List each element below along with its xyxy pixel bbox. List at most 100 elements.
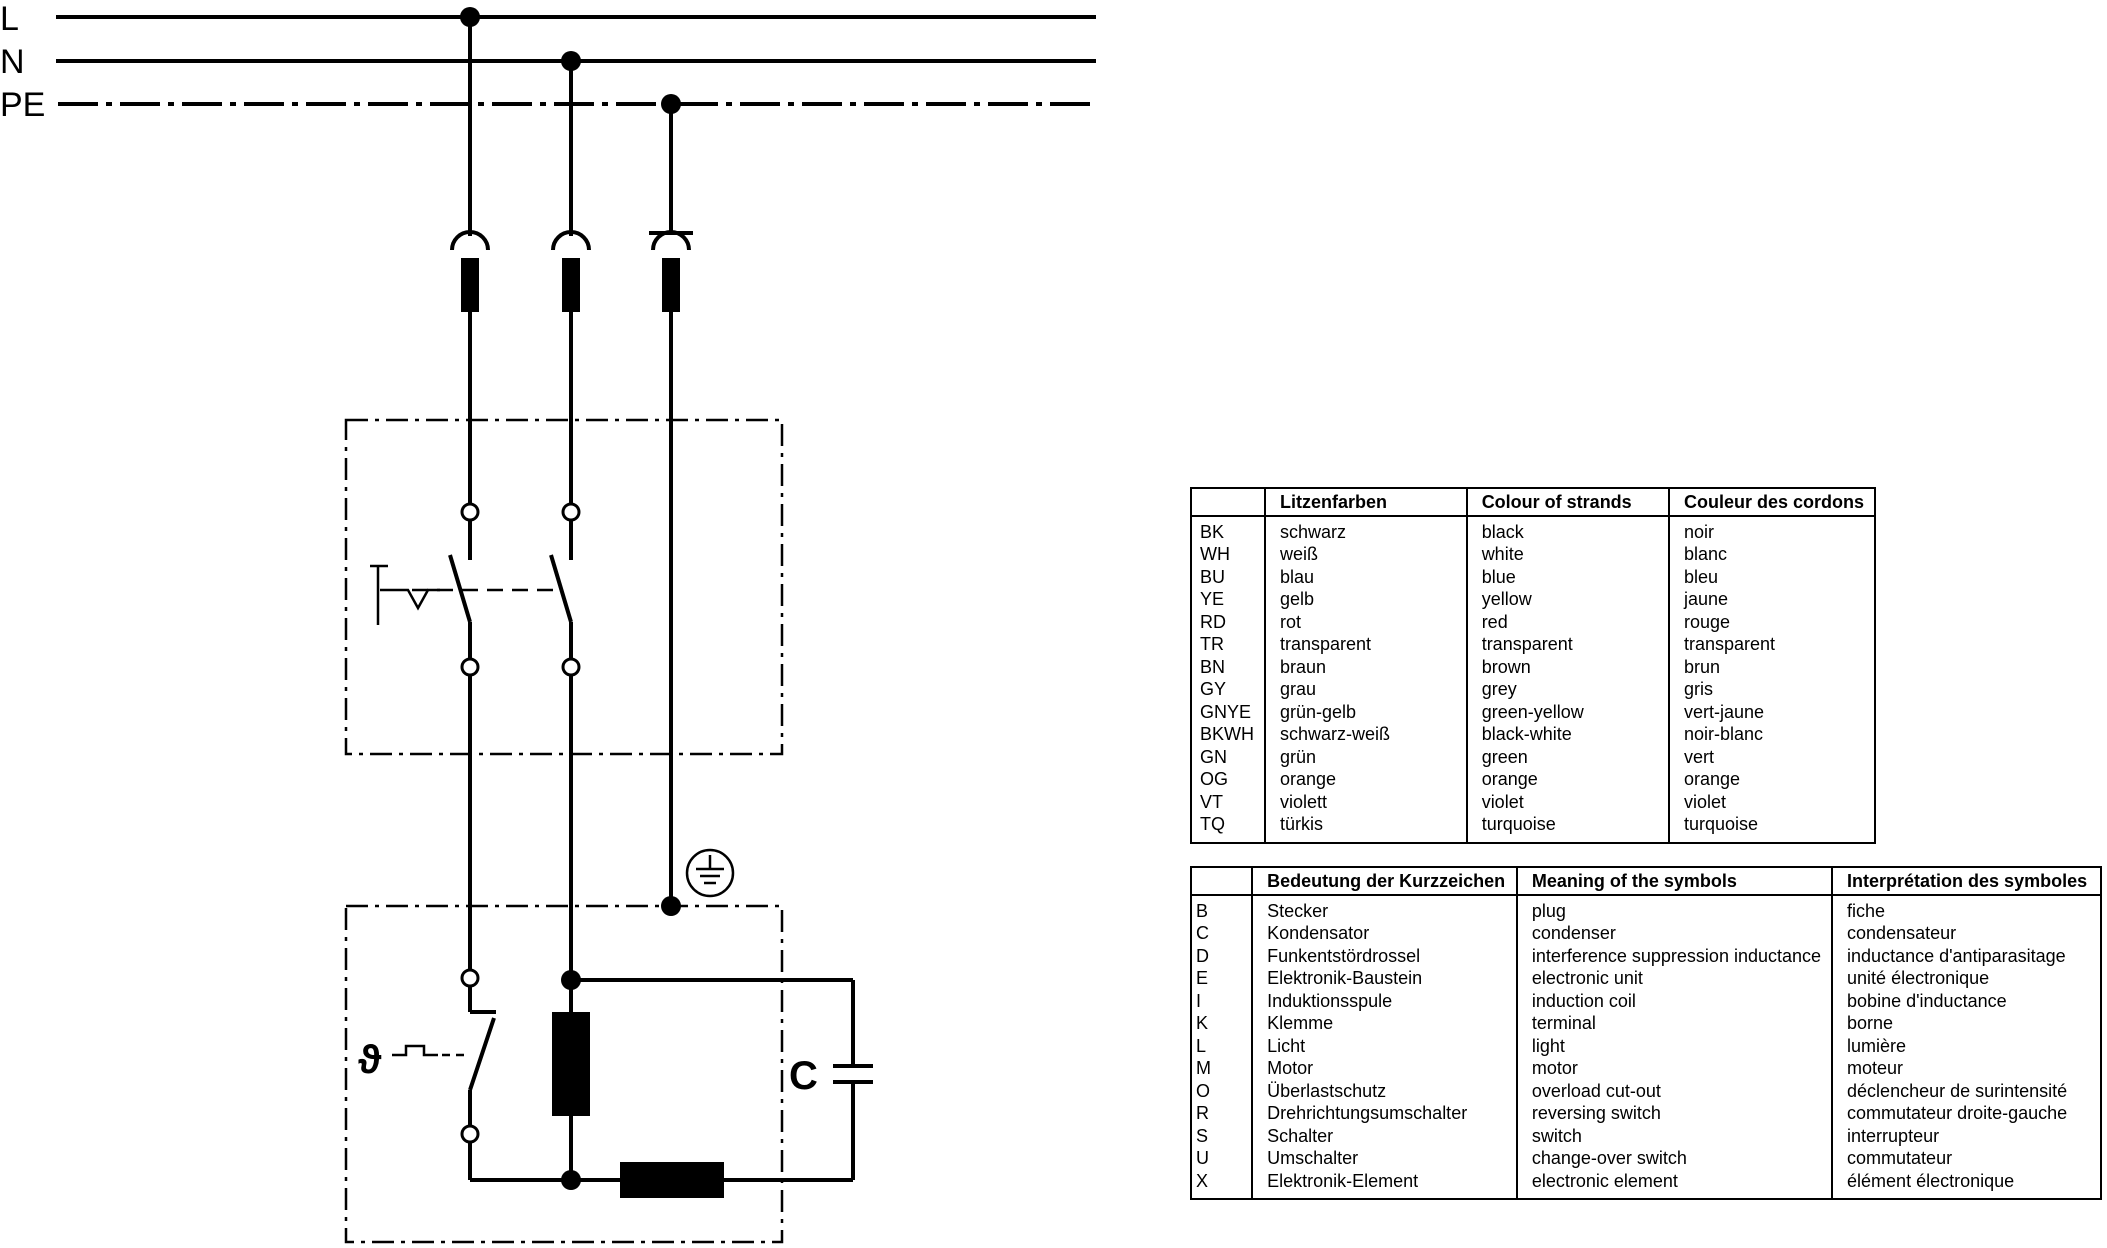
cell-english: violet	[1465, 790, 1669, 813]
cell-french: orange	[1667, 768, 1875, 791]
cell-english: brown	[1465, 655, 1669, 678]
cell-german: Induktionsspule	[1251, 989, 1517, 1012]
cell-english: light	[1515, 1034, 1833, 1057]
cell-english: terminal	[1515, 1012, 1833, 1035]
cell-french: vert	[1667, 745, 1875, 768]
cell-german: gelb	[1264, 588, 1467, 611]
cell-german: Schalter	[1251, 1124, 1517, 1147]
symbol-header-code	[1191, 867, 1253, 896]
main-winding	[552, 1012, 590, 1116]
actuator-latch	[380, 588, 440, 611]
cell-code: E	[1196, 968, 1209, 988]
cell-french: borne	[1831, 1012, 2101, 1035]
cell-french: blanc	[1667, 543, 1875, 566]
cell-english: turquoise	[1465, 813, 1669, 843]
cell-german: türkis	[1264, 813, 1467, 843]
thermal-terminal-top	[460, 968, 480, 988]
cell-german: orange	[1264, 768, 1467, 791]
cell-code: C	[1196, 923, 1209, 943]
cell-german: schwarz-weiß	[1264, 723, 1467, 746]
cell-french: gris	[1667, 678, 1875, 701]
cell-code: BU	[1200, 566, 1226, 587]
cell-french: brun	[1667, 655, 1875, 678]
cell-english: motor	[1515, 1057, 1833, 1080]
cell-english: black-white	[1465, 723, 1669, 746]
thermal-symbol: ϑ	[358, 1038, 382, 1082]
motor-enclosure	[344, 904, 784, 1244]
strand-colour-table: Litzenfarben Colour of strands Couleur d…	[1190, 487, 1876, 844]
cell-english: electronic unit	[1515, 967, 1833, 990]
capacitor-label: C	[789, 1054, 818, 1098]
cell-english: plug	[1515, 894, 1833, 922]
cell-code: D	[1196, 945, 1209, 966]
cell-code: O	[1196, 1080, 1211, 1101]
cell-german: Kondensator	[1251, 922, 1517, 945]
switch-terminal-top-L	[460, 502, 480, 522]
cell-code: I	[1196, 990, 1202, 1011]
cell-french: élément électronique	[1831, 1169, 2101, 1199]
cell-german: Drehrichtungsumschalter	[1251, 1102, 1517, 1125]
cell-english: blue	[1465, 565, 1669, 588]
cell-german: Stecker	[1251, 894, 1517, 922]
symbol-header-german: Bedeutung der Kurzzeichen	[1251, 867, 1517, 896]
cell-german: grün-gelb	[1264, 700, 1467, 723]
cell-code: L	[1196, 1035, 1207, 1056]
bus-label-PE: PE	[0, 86, 45, 124]
cell-french: inductance d'antiparasitage	[1831, 944, 2101, 967]
colour-header-english: Colour of strands	[1465, 488, 1669, 517]
cell-french: bobine d'inductance	[1831, 989, 2101, 1012]
cell-code: U	[1196, 1148, 1209, 1168]
cell-english: change-over switch	[1515, 1147, 1833, 1170]
thermal-blade	[468, 1017, 496, 1091]
cell-code: X	[1196, 1170, 1209, 1191]
cell-code: BKWH	[1200, 724, 1254, 744]
cell-german: violett	[1264, 790, 1467, 813]
cell-code: YE	[1200, 589, 1225, 609]
thermal-link	[392, 1044, 438, 1057]
cell-code: VT	[1200, 791, 1224, 812]
cell-german: Elektronik-Element	[1251, 1169, 1517, 1199]
bus-label-L: L	[0, 0, 19, 38]
cell-german: Licht	[1251, 1034, 1517, 1057]
cell-code: TQ	[1200, 814, 1225, 834]
cell-code: GN	[1200, 746, 1227, 767]
cell-german: Überlastschutz	[1251, 1079, 1517, 1102]
plug-pin-L	[461, 258, 479, 312]
cell-french: fiche	[1831, 894, 2101, 922]
cell-code: TR	[1200, 634, 1224, 654]
cell-english: reversing switch	[1515, 1102, 1833, 1125]
cell-english: grey	[1465, 678, 1669, 701]
cell-english: switch	[1515, 1124, 1833, 1147]
colour-header-code	[1191, 488, 1265, 517]
cell-english: overload cut-out	[1515, 1079, 1833, 1102]
cell-french: condensateur	[1831, 922, 2101, 945]
cell-english: condenser	[1515, 922, 1833, 945]
cell-german: Motor	[1251, 1057, 1517, 1080]
cell-german: grau	[1264, 678, 1467, 701]
cell-english: green-yellow	[1465, 700, 1669, 723]
cell-code: S	[1196, 1125, 1209, 1146]
cell-code: BN	[1200, 656, 1226, 677]
cell-french: déclencheur de surintensité	[1831, 1079, 2101, 1102]
cell-french: lumière	[1831, 1034, 2101, 1057]
cell-english: red	[1465, 610, 1669, 633]
symbol-header-french: Interprétation des symboles	[1831, 867, 2101, 896]
cell-code: GNYE	[1200, 701, 1252, 722]
socket-arc-N	[551, 230, 591, 251]
